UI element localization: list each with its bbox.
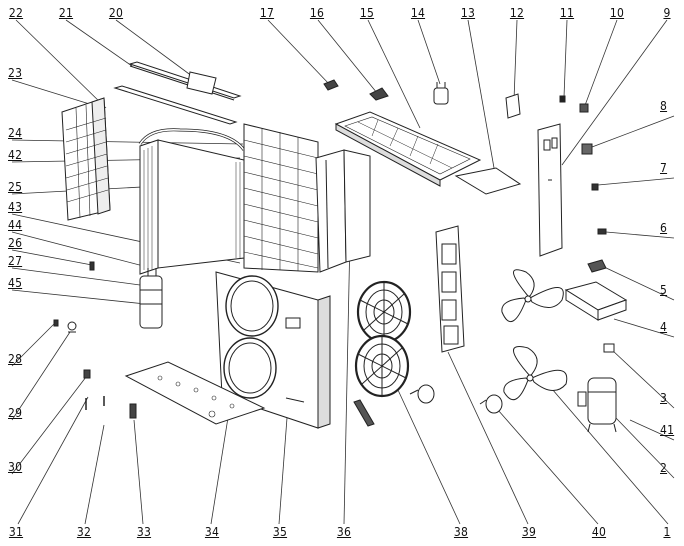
callout-24: 24 <box>8 126 23 140</box>
accumulator <box>139 268 163 329</box>
callout-8: 8 <box>660 99 668 113</box>
callout-31: 31 <box>8 525 24 539</box>
callout-15: 15 <box>359 6 375 20</box>
leader-lines <box>11 19 675 525</box>
callout-7: 7 <box>660 161 668 175</box>
callout-33: 33 <box>136 525 152 539</box>
part-20-plate <box>186 71 217 95</box>
part-3 <box>603 343 615 353</box>
callout-29: 29 <box>8 406 23 420</box>
divider-panel <box>315 149 371 273</box>
part-12-box <box>505 93 521 119</box>
callout-4: 4 <box>660 320 668 334</box>
fan-blade-lower <box>503 346 568 401</box>
callout-14: 14 <box>410 6 426 20</box>
callout-27: 27 <box>8 254 23 268</box>
callout-6: 6 <box>660 221 668 235</box>
fan-motor-bracket <box>435 225 465 353</box>
callout-34: 34 <box>204 525 220 539</box>
front-panel <box>215 271 331 429</box>
callout-2: 2 <box>660 461 668 475</box>
part-28 <box>53 319 59 327</box>
evaporator-coil <box>138 128 246 275</box>
callout-41: 41 <box>660 423 675 437</box>
part-26 <box>89 261 95 271</box>
callout-1: 1 <box>663 525 671 539</box>
callout-13: 13 <box>460 6 476 20</box>
callout-44: 44 <box>8 218 23 232</box>
callout-39: 39 <box>521 525 537 539</box>
callout-43: 43 <box>8 200 23 214</box>
callout-22: 22 <box>8 6 24 20</box>
rear-grille <box>243 123 319 273</box>
part-5 <box>587 259 607 273</box>
callout-17: 17 <box>259 6 275 20</box>
part-10 <box>579 103 589 113</box>
part-4-bracket <box>564 281 628 321</box>
fan-motor-upper <box>409 384 435 404</box>
callout-25: 25 <box>8 180 23 194</box>
part-8 <box>581 143 593 155</box>
left-side-panel <box>61 97 111 221</box>
callout-30: 30 <box>8 460 23 474</box>
callout-28: 28 <box>8 352 23 366</box>
callout-42: 42 <box>8 148 23 162</box>
callout-16: 16 <box>309 6 325 20</box>
callout-9: 9 <box>663 6 671 20</box>
strip-part <box>353 399 375 427</box>
callout-40: 40 <box>591 525 607 539</box>
callout-11: 11 <box>559 6 575 20</box>
callout-26: 26 <box>8 236 23 250</box>
callout-20: 20 <box>108 6 124 20</box>
part-29 <box>67 321 77 333</box>
callout-21: 21 <box>58 6 74 20</box>
part-33 <box>129 403 137 419</box>
compressor <box>577 377 617 433</box>
part-30 <box>83 369 91 379</box>
callout-12: 12 <box>509 6 525 20</box>
callout-23: 23 <box>8 66 23 80</box>
fan-guard-lower <box>354 334 410 398</box>
callout-38: 38 <box>453 525 469 539</box>
callout-45: 45 <box>8 276 23 290</box>
part-16 <box>369 87 389 101</box>
top-cover <box>334 111 482 187</box>
base-plate <box>124 361 266 425</box>
callout-3: 3 <box>660 391 668 405</box>
top-rails <box>113 61 242 125</box>
part-13-tray <box>454 167 522 195</box>
part-17 <box>323 79 339 91</box>
fan-blade-upper <box>501 269 564 323</box>
callout-35: 35 <box>272 525 288 539</box>
fan-guard-upper <box>356 280 412 344</box>
part-11 <box>559 95 566 103</box>
right-side-panel <box>537 123 563 257</box>
part-7 <box>591 183 599 191</box>
callout-32: 32 <box>76 525 92 539</box>
callout-10: 10 <box>609 6 625 20</box>
callout-36: 36 <box>336 525 352 539</box>
callout-5: 5 <box>660 283 668 297</box>
part-6 <box>597 228 607 235</box>
fan-motor-lower <box>479 394 503 414</box>
part-14-receiver <box>433 82 449 105</box>
